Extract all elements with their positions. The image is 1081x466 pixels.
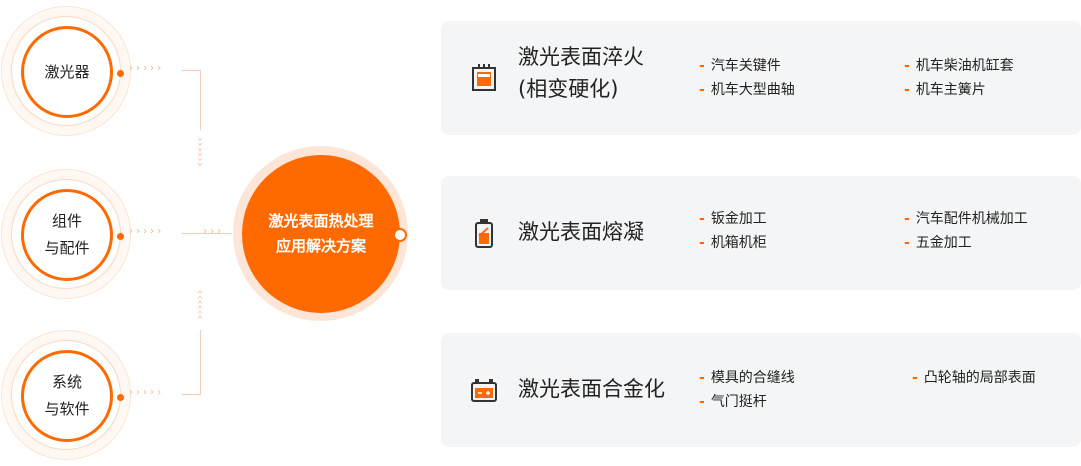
list-item-text: 机车柴油机缸套	[915, 58, 1014, 74]
battery-icon	[475, 219, 493, 248]
hub-connector-dot	[393, 228, 407, 242]
chevron-arrows-icon: ›››››	[128, 63, 164, 74]
bullet-dash: -	[904, 82, 910, 98]
hub-title-line1: 激光表面热处理	[268, 212, 374, 230]
list-item-text: 钣金加工	[710, 211, 767, 227]
connector-line	[182, 70, 201, 71]
chevron-up-icon: ⌃⌃⌃⌃⌃⌃	[197, 290, 203, 325]
chevron-arrows-icon: ›››››	[128, 226, 164, 237]
card-title-line1: 激光表面熔凝	[518, 220, 644, 244]
card-title: 激光表面熔凝	[518, 216, 644, 248]
card-alloying: 激光表面合金化 -模具的合缝线 -凸轮轴的局部表面 -气门挺杆	[441, 333, 1081, 447]
list-item: -机车柴油机缸套	[904, 56, 1014, 76]
bullet-dash: -	[904, 211, 910, 227]
list-item-text: 机箱机柜	[710, 235, 767, 251]
list-item-text: 汽车关键件	[710, 58, 781, 74]
list-item-text: 机车大型曲轴	[710, 82, 795, 98]
list-item: -五金加工	[904, 233, 972, 253]
bullet-dash: -	[912, 370, 918, 386]
bullet-dash: -	[699, 82, 705, 98]
node-connector-dot	[117, 233, 124, 240]
node-label-systems-line2: 与软件	[44, 400, 90, 418]
node-label-components-line1: 组件	[51, 212, 82, 230]
card-melting: 激光表面熔凝 -钣金加工 -汽车配件机械加工 -机箱机柜 -五金加工	[441, 176, 1081, 290]
list-item: -模具的合缝线	[699, 368, 795, 388]
node-circle: 组件 与配件	[21, 189, 113, 281]
battery-box-icon	[471, 379, 497, 402]
node-label-components-line2: 与配件	[44, 239, 90, 257]
node-connector-dot	[117, 394, 124, 401]
list-item-text: 机车主簧片	[915, 82, 986, 98]
hub-title-line2: 应用解决方案	[275, 237, 366, 255]
connector-line	[200, 330, 201, 394]
bullet-dash: -	[699, 394, 705, 410]
list-item-text: 五金加工	[915, 235, 972, 251]
card-title: 激光表面淬火 (相变硬化)	[518, 41, 644, 105]
card-title-line2: (相变硬化)	[518, 77, 619, 101]
chevron-down-icon: ⌄⌄⌄⌄⌄⌄	[197, 133, 203, 168]
list-item-text: 汽车配件机械加工	[915, 211, 1028, 227]
list-item-text: 凸轮轴的局部表面	[923, 370, 1036, 386]
node-components: 组件 与配件	[1, 169, 131, 299]
connector-line	[182, 394, 201, 395]
node-systems: 系统 与软件	[1, 330, 131, 460]
node-label-systems-line1: 系统	[51, 373, 82, 391]
list-item: -机箱机柜	[699, 233, 767, 253]
list-item: -汽车配件机械加工	[904, 209, 1028, 229]
bullet-dash: -	[699, 370, 705, 386]
card-hardening: 激光表面淬火 (相变硬化) -汽车关键件 -机车柴油机缸套 -机车大型曲轴 -机…	[441, 21, 1081, 135]
list-item-text: 模具的合缝线	[710, 370, 795, 386]
list-item: -气门挺杆	[699, 392, 767, 412]
list-item: -机车大型曲轴	[699, 80, 795, 100]
list-item: -汽车关键件	[699, 56, 781, 76]
list-item: -机车主簧片	[904, 80, 986, 100]
connector-line	[182, 233, 232, 234]
connector-line	[200, 70, 201, 130]
hardening-chip-icon	[472, 64, 496, 91]
list-item: -钣金加工	[699, 209, 767, 229]
node-circle: 激光器	[21, 26, 113, 118]
list-item-text: 气门挺杆	[710, 394, 767, 410]
node-laser: 激光器	[1, 6, 131, 136]
chevron-arrows-icon: ›››	[202, 226, 224, 237]
node-connector-dot	[117, 70, 124, 77]
bullet-dash: -	[904, 235, 910, 251]
node-label-laser: 激光器	[44, 62, 90, 81]
node-circle: 系统 与软件	[21, 350, 113, 442]
hub-circle: 激光表面热处理 应用解决方案	[242, 155, 400, 313]
bullet-dash: -	[699, 211, 705, 227]
card-title-line1: 激光表面淬火	[518, 45, 644, 69]
bullet-dash: -	[699, 58, 705, 74]
bullet-dash: -	[699, 235, 705, 251]
card-title-line1: 激光表面合金化	[518, 377, 665, 401]
chevron-arrows-icon: ›››››	[128, 387, 164, 398]
list-item: -凸轮轴的局部表面	[912, 368, 1036, 388]
card-title: 激光表面合金化	[518, 373, 665, 405]
bullet-dash: -	[904, 58, 910, 74]
